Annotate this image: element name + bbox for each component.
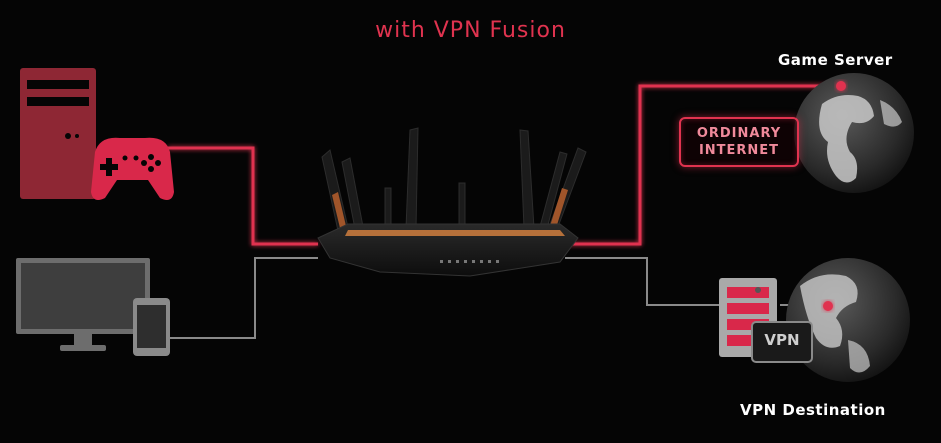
- vpn-destination-label: VPN Destination: [740, 401, 886, 419]
- ordinary-internet-badge: ORDINARY INTERNET: [679, 117, 799, 167]
- router-icon: [317, 127, 587, 277]
- monitor-icon: [16, 258, 150, 351]
- smartphone-icon: [133, 298, 170, 356]
- game-server-label: Game Server: [778, 51, 893, 69]
- vpn-tag: VPN: [764, 331, 800, 349]
- diagram-title: with VPN Fusion: [375, 18, 566, 43]
- ordinary-internet-line1: ORDINARY: [696, 126, 782, 141]
- vpn-destination-globe-icon: [786, 258, 910, 382]
- ordinary-internet-line2: INTERNET: [698, 143, 780, 158]
- game-server-globe-icon: [794, 73, 914, 193]
- red-connection-lines: [168, 84, 835, 246]
- desktop-pc-icon: [20, 68, 96, 199]
- vpn-server-icon: [719, 278, 813, 363]
- gamepad-icon: [91, 137, 174, 200]
